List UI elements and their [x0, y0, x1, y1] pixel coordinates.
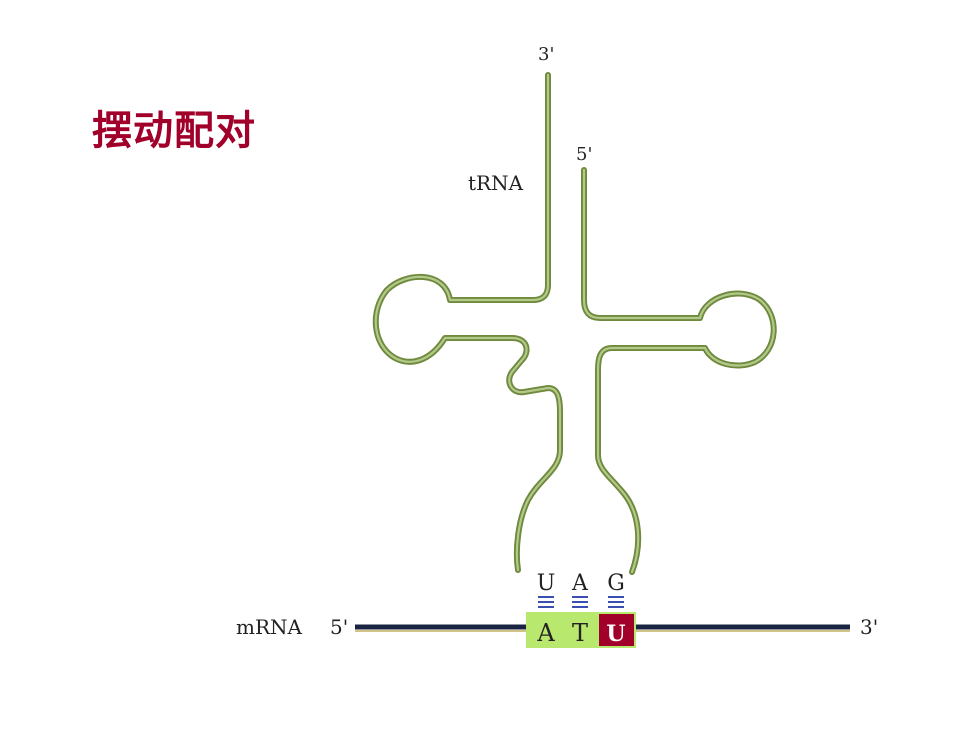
- trna-label: tRNA: [468, 171, 524, 195]
- trna-3prime-label: 3': [538, 44, 554, 65]
- trna-5prime-label: 5': [576, 144, 592, 165]
- mrna-label: mRNA: [236, 615, 303, 639]
- page-title: 摆动配对: [92, 108, 256, 154]
- trna-strand: [372, 72, 777, 575]
- wobble-base: U: [606, 621, 625, 647]
- anticodon-base-1: U: [537, 571, 556, 596]
- mrna-5prime-label: 5': [330, 615, 348, 639]
- codon-base-1: A: [536, 619, 555, 647]
- codon-base-2: T: [572, 619, 588, 647]
- base-pair-bonds: [538, 596, 624, 608]
- anticodon-base-2: A: [571, 571, 589, 596]
- mrna-3prime-label: 3': [860, 615, 878, 639]
- anticodon-base-3: G: [607, 571, 625, 596]
- wobble-base-box: [599, 614, 634, 646]
